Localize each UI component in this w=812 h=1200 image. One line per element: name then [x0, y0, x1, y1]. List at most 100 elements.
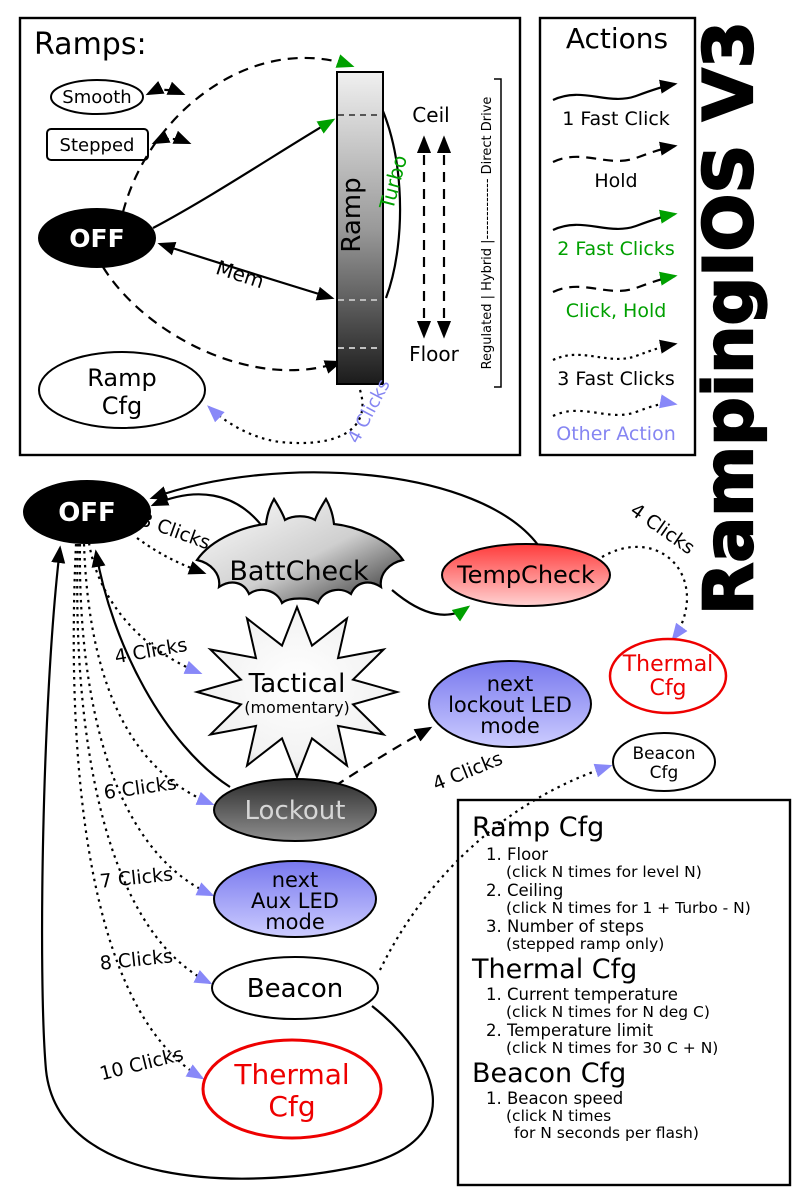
mem-label: Mem: [213, 255, 267, 293]
edge-label-10-clicks: 10 Clicks: [97, 1043, 185, 1085]
edge-off-to-beacon: [76, 543, 213, 985]
edge-tempcheck-to-off: [149, 471, 539, 546]
legend-arrow-2-fast-clicks: [552, 209, 678, 231]
node-thermal-cfg-top-line1: Thermal: [622, 652, 714, 677]
config-ramp-heading: Ramp Cfg: [472, 812, 604, 843]
ramps-panel-title: Ramps:: [34, 27, 147, 62]
edge-mem-arrow: [157, 241, 335, 301]
node-tactical-line2: (momentary): [244, 698, 350, 717]
config-ramp-line-2: 2. Ceiling: [486, 881, 563, 900]
config-beacon-line-1: (click N times: [506, 1107, 611, 1125]
config-panel-box: [456, 798, 792, 1187]
config-thermal-line-3: (click N times for 30 C + N): [506, 1039, 718, 1057]
node-thermal-cfg-bottom: [201, 1038, 383, 1140]
node-lockout-led-line3: mode: [480, 714, 540, 738]
node-tactical-shape: [193, 604, 401, 780]
drive-mode-bracket: [494, 78, 502, 388]
node-lockout-led-line2: lockout LED: [448, 693, 572, 717]
drive-mode-label: Regulated | Hybrid |------------- Direct…: [480, 97, 495, 370]
legend-arrow-1-fast-click: [552, 79, 678, 101]
node-lockout: [213, 778, 377, 842]
edge-label-7-clicks: 7 Clicks: [99, 863, 174, 893]
smooth-toggle-arrow: [145, 81, 186, 96]
edge-tempcheck-to-thermalcfg: [601, 545, 689, 642]
rampcfg-4clicks-label: 4 Clicks: [344, 376, 395, 447]
floor-label: Floor: [409, 342, 460, 366]
edge-label-4-clicks-beacon: 4 Clicks: [430, 748, 506, 796]
edge-off-ceiling-2clicks: [152, 118, 336, 229]
node-stepped-label: Stepped: [60, 135, 135, 156]
config-beacon-line-2: for N seconds per flash): [514, 1124, 699, 1142]
actions-panel-box: [538, 16, 697, 457]
node-ramp-cfg-line2: Cfg: [102, 392, 142, 420]
node-thermal-cfg-bottom-line2: Cfg: [268, 1090, 315, 1123]
node-beacon-label: Beacon: [247, 974, 343, 1004]
node-tempcheck-label: TempCheck: [456, 561, 595, 589]
legend-label-3-fast-clicks: 3 Fast Clicks: [557, 368, 675, 390]
config-beacon-line-0: 1. Beacon speed: [486, 1089, 623, 1108]
edge-label-8-clicks: 8 Clicks: [99, 945, 174, 975]
node-battcheck-label: BattCheck: [229, 556, 369, 587]
edge-off-to-lockout: [82, 543, 215, 806]
edge-off-to-tactical: [87, 542, 203, 675]
node-aux-led: [213, 860, 377, 938]
legend-label-other-action: Other Action: [556, 423, 676, 445]
node-lockout-led: [428, 660, 592, 748]
node-aux-led-line3: mode: [265, 910, 325, 934]
legend-label-2-fast-clicks: 2 Fast Clicks: [557, 238, 675, 260]
edge-off-turbo-click-hold: [121, 54, 355, 213]
edge-off-to-battcheck-3clicks: [136, 537, 207, 575]
legend-label-1-fast-click: 1 Fast Click: [562, 108, 670, 130]
legend-label-hold: Hold: [594, 170, 637, 192]
config-ramp-line-3: (click N times for 1 + Turbo - N): [506, 899, 751, 917]
edge-label-6-clicks: 6 Clicks: [102, 772, 178, 804]
edge-battcheck-to-tempcheck: [391, 589, 471, 622]
node-lockout-led-line1: next: [487, 672, 534, 696]
edge-lockout-to-off: [91, 549, 231, 788]
node-smooth-label: Smooth: [62, 87, 131, 108]
node-tempcheck: [441, 543, 611, 607]
edge-label-4-clicks-thermal: 4 Clicks: [626, 499, 699, 559]
ramp-bar: [336, 71, 384, 385]
ceil-label: Ceil: [412, 103, 449, 127]
config-ramp-line-4: 3. Number of steps: [486, 917, 644, 936]
node-thermal-cfg-bottom-line1: Thermal: [233, 1058, 349, 1091]
node-thermal-cfg-top: [608, 637, 728, 715]
node-beacon: [211, 956, 379, 1020]
edge-beacon-to-beaconcfg: [379, 763, 613, 971]
config-thermal-heading: Thermal Cfg: [471, 954, 637, 985]
node-thermal-cfg-top-line2: Cfg: [649, 676, 686, 701]
ramps-panel-box: [18, 16, 522, 457]
node-off-ramps-label: OFF: [69, 224, 124, 253]
config-ramp-line-1: (click N times for level N): [506, 863, 702, 881]
stepped-toggle-arrow: [151, 130, 192, 145]
edge-lockout-to-lockoutled: [334, 726, 433, 787]
config-thermal-line-0: 1. Current temperature: [486, 985, 678, 1004]
node-off-main: [23, 480, 151, 544]
legend-arrow-click-hold: [552, 271, 678, 293]
node-stepped: [46, 128, 149, 161]
legend-label-click-hold: Click, Hold: [566, 300, 667, 322]
node-off-main-label: OFF: [58, 498, 116, 528]
edge-loop-back-to-off: [40, 545, 435, 1180]
node-ramp-cfg: [38, 351, 206, 429]
legend-arrow-other-action: [552, 394, 678, 417]
edge-off-to-thermalcfg-bottom: [72, 543, 205, 1080]
node-lockout-label: Lockout: [245, 796, 346, 826]
page-title: RampingIOS V3: [690, 21, 769, 615]
legend-arrow-3-fast-clicks: [552, 339, 678, 361]
config-ramp-line-0: 1. Floor: [486, 845, 548, 864]
node-aux-led-line1: next: [272, 868, 319, 892]
node-battcheck-shape: [195, 496, 405, 605]
node-tactical-line1: Tactical: [248, 669, 346, 699]
config-beacon-heading: Beacon Cfg: [472, 1058, 626, 1089]
legend-arrow-hold: [552, 141, 678, 163]
node-ramp-cfg-line1: Ramp: [87, 364, 156, 392]
node-smooth: [50, 79, 144, 115]
config-thermal-line-2: 2. Temperature limit: [486, 1021, 654, 1040]
config-thermal-line-1: (click N times for N deg C): [506, 1003, 710, 1021]
edge-ramp-to-rampcfg: [207, 389, 364, 445]
node-beacon-cfg-line2: Cfg: [650, 763, 679, 783]
node-aux-led-line2: Aux LED: [251, 889, 339, 913]
